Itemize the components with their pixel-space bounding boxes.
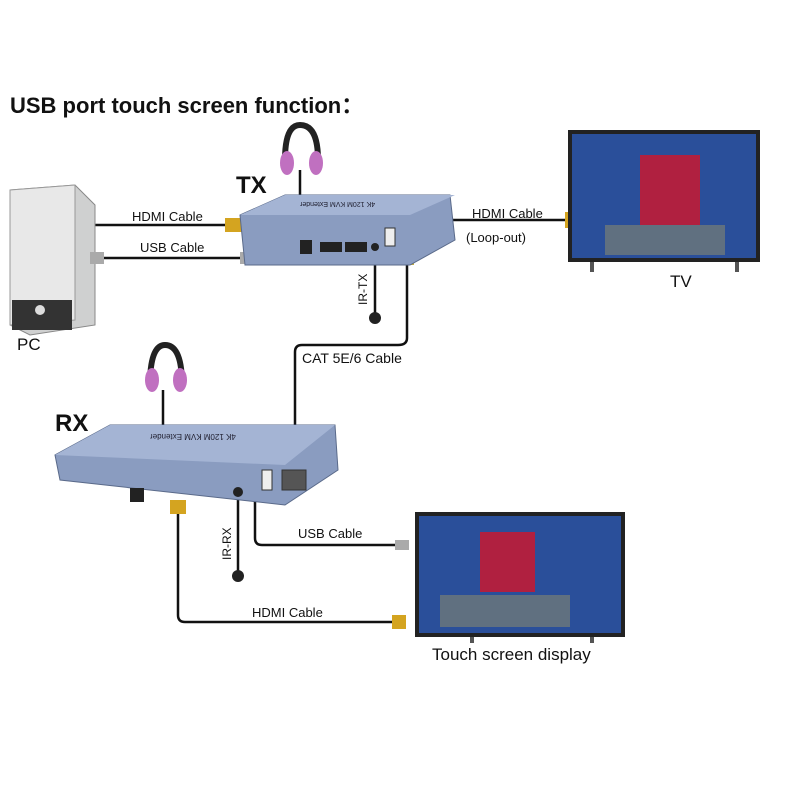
tv	[568, 130, 760, 272]
rx-hdmi-cable	[176, 510, 400, 624]
pc-hdmi-cable-label: HDMI Cable	[132, 209, 203, 224]
cat-cable-label: CAT 5E/6 Cable	[302, 350, 402, 366]
touch-display-label: Touch screen display	[432, 645, 591, 664]
rx-box	[54, 424, 339, 506]
pc-label: PC	[17, 335, 41, 354]
ir-rx-label: IR-RX	[220, 527, 234, 560]
cables	[95, 170, 565, 624]
ir-tx-sensor	[369, 312, 381, 324]
page-title: USB port touch screen function：	[10, 93, 364, 118]
pc-tower	[9, 184, 96, 336]
pc-usb-cable-label: USB Cable	[140, 240, 205, 255]
ir-rx-sensor	[232, 570, 244, 582]
ir-tx-label: IR-TX	[356, 273, 370, 305]
rx-usb-cable	[253, 500, 400, 547]
touch-screen-display	[415, 512, 625, 643]
rx-label: RX	[55, 410, 89, 437]
tx-box-print: 4K 120M KVM Extender	[300, 200, 376, 207]
cat-cable	[293, 260, 409, 440]
headphone-earcups	[145, 151, 323, 392]
loop-out-label: (Loop-out)	[466, 230, 526, 245]
loop-hdmi-cable-label: HDMI Cable	[472, 206, 543, 221]
rx-hdmi-cable-label: HDMI Cable	[252, 605, 323, 620]
tx-box	[239, 194, 456, 266]
tv-label: TV	[670, 272, 692, 291]
headphones-icon	[147, 121, 321, 386]
rx-box-print: 4K 120M KVM Extender	[150, 432, 236, 441]
rx-usb-cable-label: USB Cable	[298, 526, 363, 541]
tx-label: TX	[236, 172, 267, 199]
